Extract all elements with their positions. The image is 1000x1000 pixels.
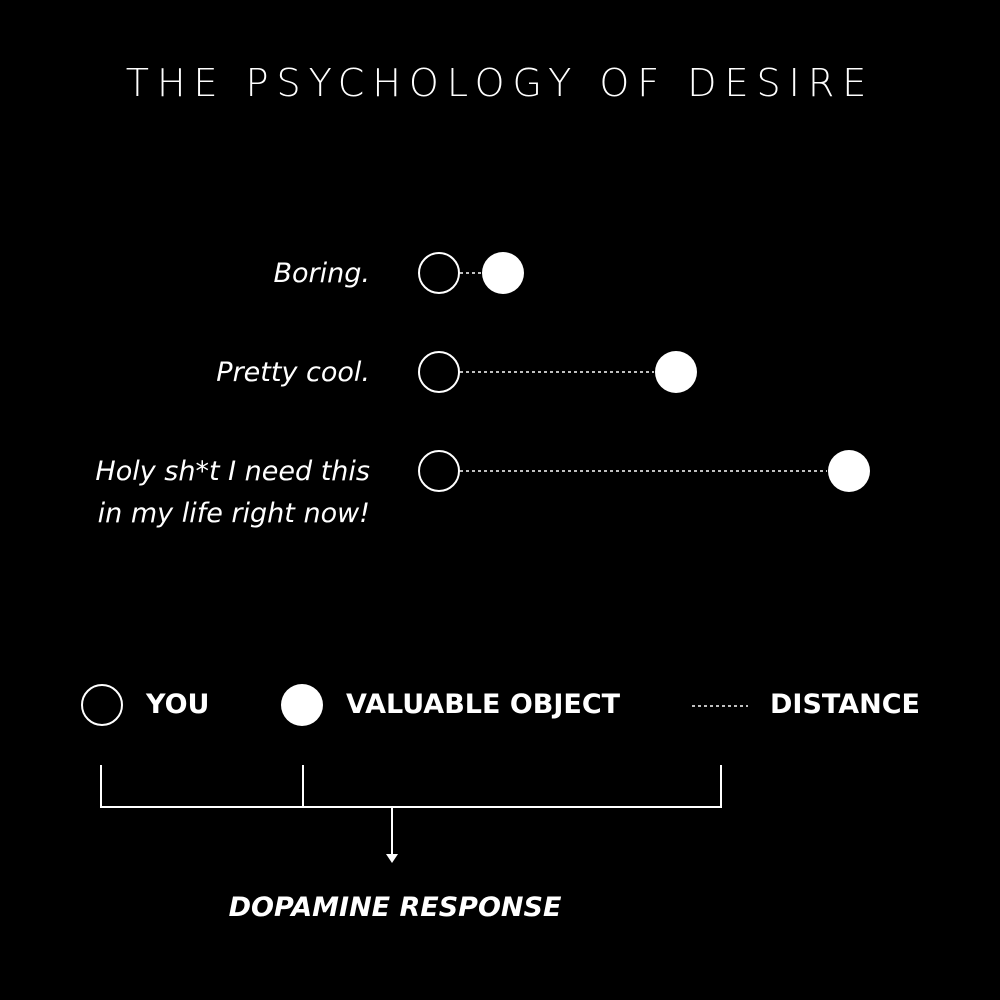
legend-distance-label: DISTANCE [770,689,920,720]
legend-you-circle-icon [81,684,123,726]
row-label-line: Holy sh*t I need this [95,456,370,487]
legend-valuable-object-label: VALUABLE OBJECT [346,689,621,720]
you-circle [418,450,460,492]
row-label-line: Boring. [273,258,370,289]
row-label-boring: Boring. [274,253,370,295]
valuable-object-circle [482,252,524,294]
valuable-object-circle [828,450,870,492]
arrow-down-icon [386,854,398,863]
dopamine-response-label: DOPAMINE RESPONSE [228,892,562,923]
response-bracket [100,765,722,855]
row-label-line: in my life right now! [97,498,370,529]
legend-object-circle-icon [281,684,323,726]
valuable-object-circle [655,351,697,393]
legend-symbols [81,684,748,726]
distance-rows [418,252,870,492]
row-label-need-this: Holy sh*t I need this in my life right n… [95,451,370,535]
legend-you-label: YOU [146,689,210,720]
you-circle [418,252,460,294]
row-label-line: Pretty cool. [216,357,370,388]
page-title: THE PSYCHOLOGY OF DESIRE [125,61,875,105]
row-label-pretty-cool: Pretty cool. [216,352,370,394]
you-circle [418,351,460,393]
